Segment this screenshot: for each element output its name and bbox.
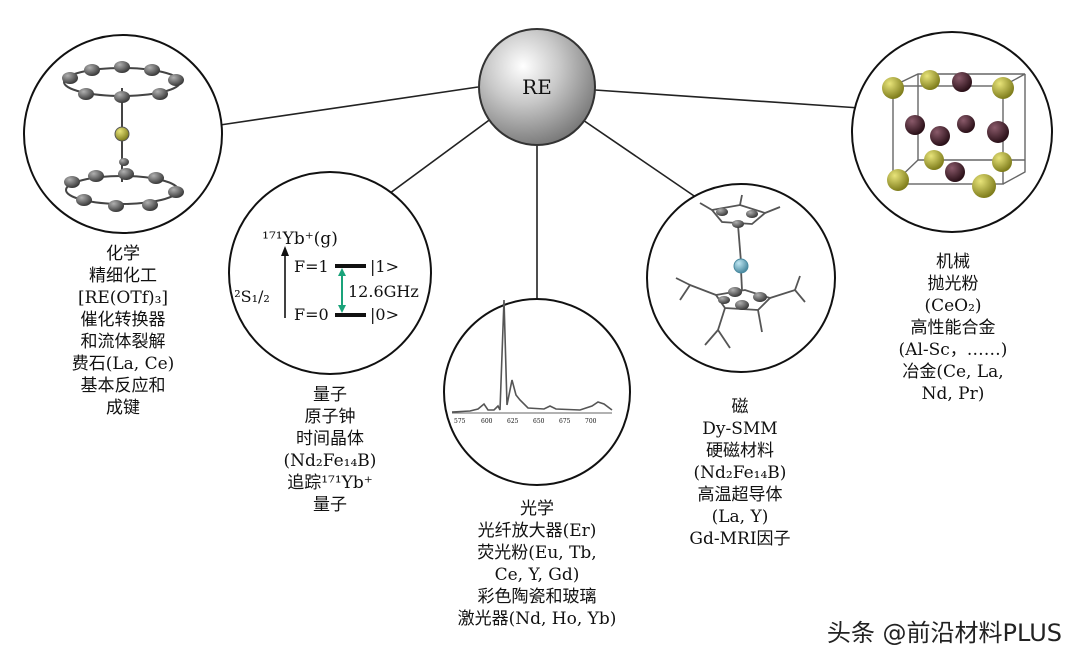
label-line: 原子钟	[304, 407, 356, 427]
label-line: 基本反应和	[80, 376, 166, 396]
label-magnetism: 磁 Dy-SMM 硬磁材料 (Nd₂Fe₁₄B) 高温超导体 (La, Y) G…	[660, 396, 820, 550]
label-line: 荧光粉(Eu, Tb,	[477, 543, 597, 563]
label-line: 精细化工	[89, 266, 157, 286]
label-line: 彩色陶瓷和玻璃	[477, 587, 597, 607]
connector-lines	[219, 86, 861, 300]
label-line: 磁	[731, 397, 749, 417]
label-line: 高温超导体	[697, 485, 783, 505]
label-line: (Nd₂Fe₁₄B)	[693, 463, 787, 483]
spectrum-tick: 625	[507, 418, 519, 425]
label-line: (CeO₂)	[924, 296, 982, 316]
smm-molecule-icon	[675, 194, 806, 349]
label-line: 成键	[106, 398, 140, 418]
connector-mechanics	[594, 89, 861, 109]
label-line: 量子	[313, 385, 347, 405]
label-quantum: 量子 原子钟 时间晶体 (Nd₂Fe₁₄B) 追踪¹⁷¹Yb⁺ 量子	[245, 384, 415, 516]
circle-quantum: ¹⁷¹Yb⁺(g) ²S₁/₂ F=1 F=0 12.6GHz |1> |0>	[228, 171, 432, 375]
circle-magnetism	[646, 183, 836, 373]
label-line: 量子	[313, 495, 347, 515]
label-line: Ce, Y, Gd)	[494, 565, 580, 585]
label-chemistry: 化学 精细化工 [RE(OTf)₃] 催化转换器 和流体裂解 费石(La, Ce…	[38, 243, 208, 419]
label-optics: 光学 光纤放大器(Er) 荧光粉(Eu, Tb, Ce, Y, Gd) 彩色陶瓷…	[432, 498, 642, 630]
watermark: 头条 @前沿材料PLUS	[826, 619, 1062, 647]
lower-ket-label: |0>	[370, 305, 399, 324]
spectrum-plot: 575 600 625 650 675 700	[451, 299, 613, 425]
lattice-atoms	[882, 70, 1014, 198]
label-line: Nd, Pr)	[921, 384, 985, 404]
splitting-label: 12.6GHz	[348, 282, 419, 301]
label-line: 光学	[520, 499, 554, 519]
state-label: ¹⁷¹Yb⁺(g)	[262, 229, 338, 249]
label-line: 机械	[936, 252, 970, 272]
label-line: 催化转换器	[80, 310, 166, 330]
spectrum-tick: 675	[559, 418, 571, 425]
label-line: Dy-SMM	[702, 419, 778, 439]
connector-magnetism	[579, 117, 701, 201]
upper-ket-label: |1>	[370, 257, 399, 276]
label-mechanics: 机械 抛光粉 (CeO₂) 高性能合金 (Al-Sc，……) 冶金(Ce, La…	[868, 251, 1038, 405]
label-line: 硬磁材料	[706, 441, 774, 461]
label-line: 时间晶体	[296, 429, 364, 449]
label-line: 化学	[106, 244, 140, 264]
connector-chemistry	[219, 86, 479, 126]
label-line: 追踪¹⁷¹Yb⁺	[287, 473, 373, 493]
label-line: Gd-MRI因子	[689, 529, 791, 549]
spectrum-tick: 600	[481, 418, 493, 425]
label-line: (Nd₂Fe₁₄B)	[283, 451, 377, 471]
sandwich-molecule-icon	[62, 61, 184, 212]
label-line: 冶金(Ce, La,	[902, 362, 1004, 382]
circle-optics: 575 600 625 650 675 700	[443, 298, 631, 486]
label-line: 费石(La, Ce)	[71, 354, 175, 374]
label-line: 高性能合金	[910, 318, 996, 338]
term-label: ²S₁/₂	[234, 287, 270, 306]
label-line: (La, Y)	[711, 507, 769, 527]
spectrum-tick: 700	[585, 418, 597, 425]
circle-chemistry	[23, 34, 223, 234]
connector-quantum	[377, 117, 493, 203]
upper-level-label: F=1	[294, 257, 329, 276]
spectrum-tick: 650	[533, 418, 545, 425]
label-line: 激光器(Nd, Ho, Yb)	[457, 609, 617, 629]
hub-label: RE	[522, 75, 552, 99]
label-line: (Al-Sc，……)	[898, 340, 1008, 360]
label-line: 抛光粉	[927, 274, 979, 294]
circle-mechanics	[851, 31, 1053, 233]
label-line: [RE(OTf)₃]	[77, 288, 169, 308]
hub-sphere: RE	[478, 28, 596, 146]
spectrum-tick: 575	[454, 418, 466, 425]
label-line: 光纤放大器(Er)	[477, 521, 597, 541]
label-line: 和流体裂解	[80, 332, 166, 352]
lower-level-label: F=0	[294, 305, 329, 324]
